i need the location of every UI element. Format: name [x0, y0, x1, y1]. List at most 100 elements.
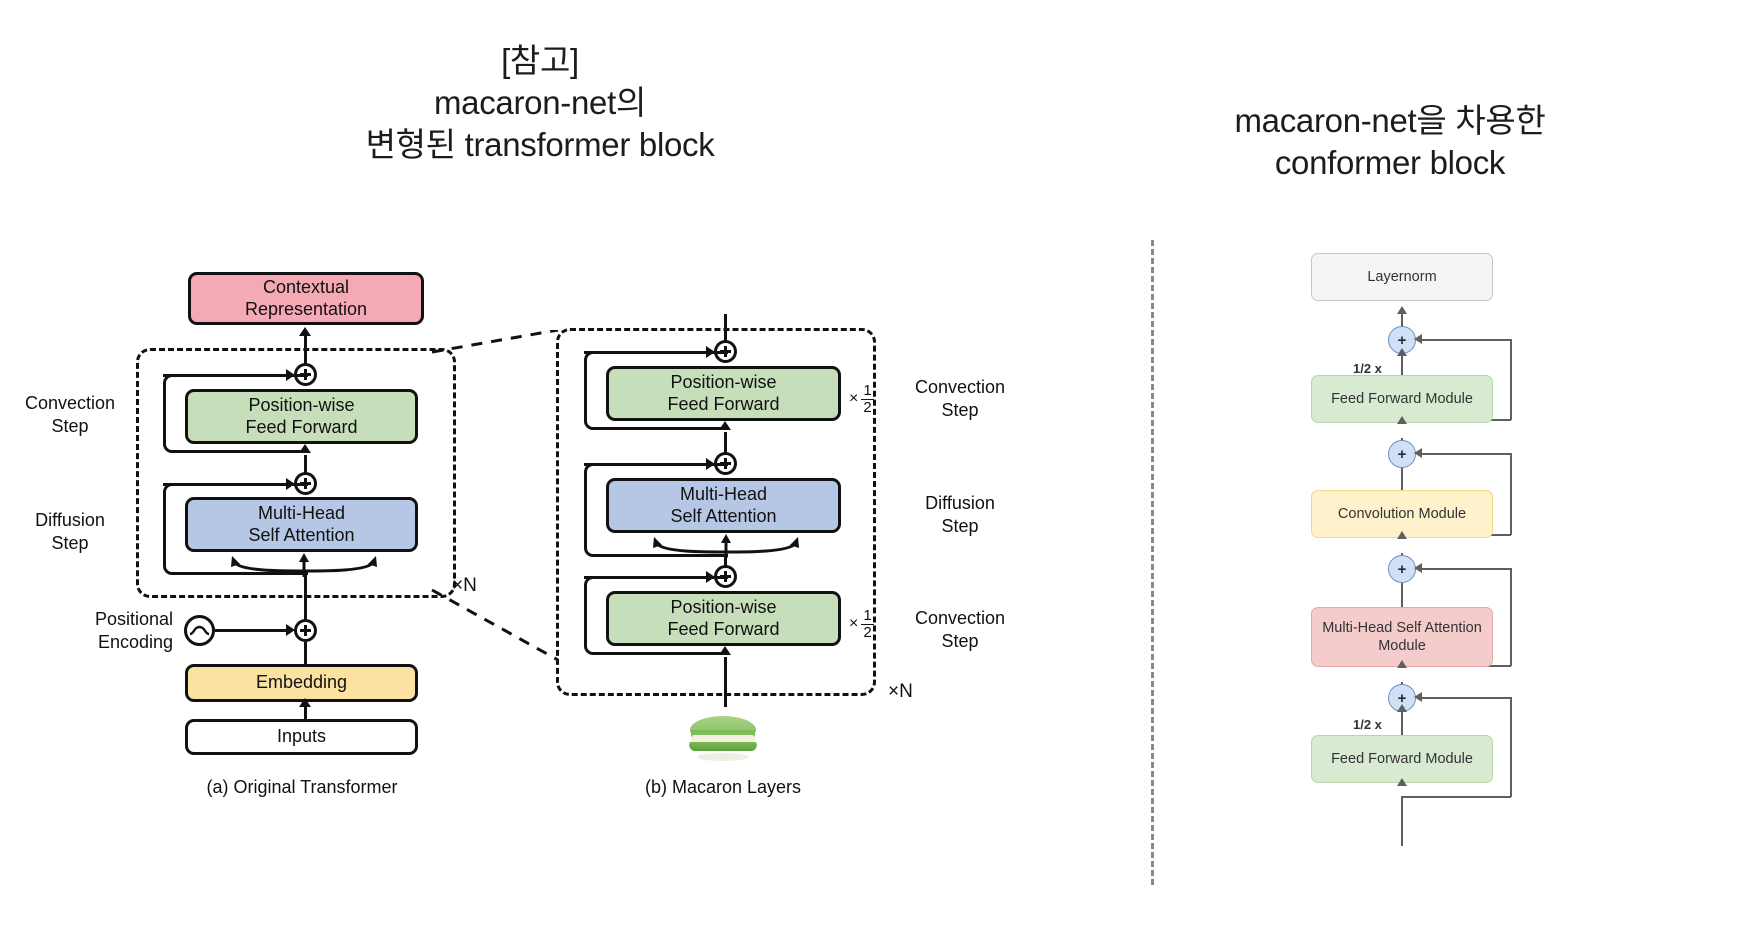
diagram-a-repeat-group — [136, 348, 456, 598]
left-title-line-3: 변형된 transformer block — [365, 126, 715, 164]
block-line-1: Position-wise — [670, 371, 777, 392]
arrow-up-icon — [719, 646, 731, 655]
right-title-line-2: conformer block — [1274, 144, 1506, 182]
block-line-1: Contextual — [262, 276, 350, 297]
label-diffusion-step-b: Diffusion Step — [890, 492, 1030, 537]
conformer-block-feed-forward-module-bottom: Feed Forward Module — [1311, 735, 1493, 783]
caption-diagram-a: (a) Original Transformer — [206, 777, 398, 797]
conformer-block-multi-head-self-attention-module: Multi-Head Self Attention Module — [1311, 607, 1493, 667]
conformer-scale-label-bottom: 1/2 x — [1353, 717, 1382, 732]
conformer-scale-label-top: 1/2 x — [1353, 361, 1382, 376]
self-attention-fanout-icon-a — [231, 553, 377, 577]
left-title: [참고] macaron-net의 변형된 transformer block — [280, 40, 800, 167]
block-multi-head-self-attention-b: Multi-Head Self Attention — [606, 478, 841, 533]
conformer-residual-top-3 — [1418, 568, 1511, 570]
label-positional-encoding: Positional Encoding — [40, 608, 173, 653]
multiply-symbol: × — [849, 390, 859, 408]
caption-diagram-b: (b) Macaron Layers — [644, 777, 802, 797]
block-position-wise-feed-forward-b-top: Position-wise Feed Forward — [606, 366, 841, 421]
conformer-block-convolution-module: Convolution Module — [1311, 490, 1493, 538]
arrow-right-icon — [286, 369, 295, 381]
label-diffusion-step-a: Diffusion Step — [10, 509, 130, 554]
fraction-numerator: 1 — [861, 607, 874, 625]
label-line-1: Diffusion — [925, 493, 995, 513]
arrow-up-icon — [1397, 704, 1407, 712]
label-line-1: Convection — [24, 393, 116, 413]
label-convection-step-b-top: Convection Step — [890, 376, 1030, 421]
arrow-up-icon — [1397, 306, 1407, 314]
conformer-block-label: Feed Forward Module — [1331, 750, 1473, 767]
conformer-residual-side-1 — [1510, 339, 1512, 420]
label-line-2: Step — [941, 399, 979, 420]
label-line-2: Step — [51, 415, 89, 436]
arrow-left-icon — [1414, 448, 1422, 458]
plus-symbol: + — [1397, 331, 1407, 349]
conformer-adder-2: + — [1388, 440, 1416, 468]
right-title-line-1: macaron-net을 차용한 — [1234, 102, 1546, 139]
block-line-1: Multi-Head — [679, 483, 767, 504]
block-embedding: Embedding — [185, 664, 418, 702]
connector-b-adder2-to-ffn-top — [724, 432, 727, 464]
block-position-wise-feed-forward-b-bottom: Position-wise Feed Forward — [606, 591, 841, 646]
arrow-up-icon — [1397, 660, 1407, 668]
positional-encoding-circle — [184, 615, 215, 646]
arrow-up-icon — [299, 327, 311, 336]
fraction-denominator: 2 — [863, 623, 872, 641]
label-line-1: Convection — [914, 377, 1006, 397]
multiply-symbol: × — [849, 615, 859, 633]
block-position-wise-feed-forward-a: Position-wise Feed Forward — [185, 389, 418, 444]
conformer-residual-top-4 — [1418, 697, 1511, 699]
conformer-adder-3: + — [1388, 555, 1416, 583]
connector-embedding-to-adder — [304, 642, 307, 664]
arrow-right-icon — [286, 478, 295, 490]
plus-symbol: + — [1397, 689, 1407, 707]
label-line-2: Step — [941, 630, 979, 651]
conformer-residual-top-2 — [1418, 453, 1511, 455]
adder-a-3-positional — [294, 619, 317, 642]
arrow-left-icon — [1414, 692, 1422, 702]
conformer-residual-side-4 — [1510, 697, 1512, 797]
scale-half-b-top: × 1 2 — [849, 383, 874, 416]
conformer-block-layernorm: Layernorm — [1311, 253, 1493, 301]
block-contextual-representation: Contextual Representation — [188, 272, 424, 325]
fraction-denominator: 2 — [863, 398, 872, 416]
block-line-1: Embedding — [255, 672, 348, 693]
block-multi-head-self-attention-a: Multi-Head Self Attention — [185, 497, 418, 552]
conformer-residual-bottom-4 — [1401, 796, 1511, 798]
label-line-1: Diffusion — [35, 510, 105, 530]
label-line-1: Positional — [94, 609, 173, 629]
macaron-photo-icon — [689, 716, 757, 761]
connector-b-top-out — [724, 314, 727, 352]
block-line-1: Position-wise — [670, 596, 777, 617]
label-line-2: Step — [51, 532, 89, 553]
connector-adder1-to-contextual — [304, 333, 307, 375]
arrow-up-icon — [1397, 416, 1407, 424]
self-attention-fanout-icon-b — [653, 534, 799, 558]
arrow-up-icon — [1397, 778, 1407, 786]
diagram-b-repeat-group — [556, 328, 876, 696]
zoom-connector-dashed-lines — [431, 330, 559, 662]
conformer-connector-6 — [1401, 583, 1403, 610]
residual-top-b-ffn-bottom — [584, 576, 708, 579]
repeat-label-b: ×N — [888, 681, 913, 702]
block-line-2: Feed Forward — [245, 416, 358, 437]
vertical-dashed-divider — [1151, 240, 1154, 885]
label-convection-step-a: Convection Step — [10, 392, 130, 437]
label-line-2: Step — [941, 515, 979, 536]
block-line-2: Self Attention — [670, 505, 777, 526]
connector-pe-to-adder — [215, 629, 291, 632]
residual-top-b-mhsa — [584, 463, 708, 466]
connector-inputs-to-embedding — [304, 704, 307, 720]
arrow-right-icon — [286, 624, 295, 636]
connector-b-bottom-in — [724, 657, 727, 707]
repeat-label-a: ×N — [452, 575, 477, 596]
left-title-line-1: [참고] — [501, 42, 579, 79]
conformer-connector-4 — [1401, 468, 1403, 493]
arrow-left-icon — [1414, 334, 1422, 344]
arrow-up-icon — [299, 444, 311, 453]
block-line-2: Representation — [244, 298, 368, 319]
plus-symbol: + — [1397, 560, 1407, 578]
arrow-up-icon — [299, 698, 311, 707]
conformer-residual-side-2 — [1510, 453, 1512, 535]
arrow-right-icon — [706, 458, 715, 470]
